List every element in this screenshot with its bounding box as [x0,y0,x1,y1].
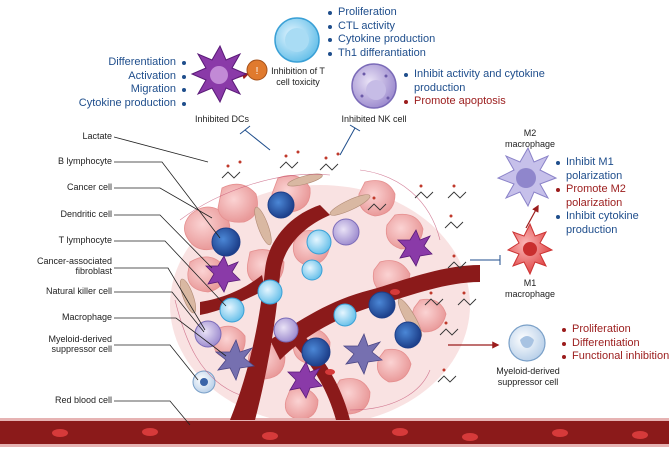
macrophage-effect-item: Promote M2 polarization [554,183,662,210]
alert-badge [246,59,268,81]
mdsc-effect-item: Functional inhibition [560,350,669,364]
blood-vessel [0,205,669,447]
mdsc-effects-list: Proliferation Differentiation Functional… [560,323,669,364]
tcell-cell-label: Inhibition of T cell toxicity [271,66,325,87]
mdsc-cell-right [508,324,546,362]
inhibition-lines [239,124,501,265]
m1-macrophage-cell [506,222,554,276]
macrophage-effect-item: Inhibit M1 polarization [554,156,662,183]
label-caf: Cancer-associated fibroblast [36,256,112,276]
dc-effect-item: Differentiation [58,56,188,70]
mdsc-cell-label: Myeloid-derived suppressor cell [496,366,560,387]
label-mdsc: Myeloid-derived suppressor cell [48,334,112,354]
mdsc-effect-item: Proliferation [560,323,666,337]
label-rbc: Red blood cell [54,395,112,405]
mdsc-effect-item: Differentiation [560,337,666,351]
nk-cell-label: Inhibited NK cell [341,114,407,124]
dc-cell-label: Inhibited DCs [194,114,250,124]
tcell-effect-item: Th1 differantiation [326,47,456,61]
nk-effect-item: Promote apoptosis [402,95,552,109]
m2-macrophage-cell [496,146,558,208]
m1-label: M1 macrophage [504,278,556,299]
tcell-effect-item: CTL activity [326,20,456,34]
dc-effect-item: Cytokine production [58,97,188,111]
label-dendritic-cell: Dendritic cell [60,209,112,219]
label-b-lymphocyte: B lymphocyte [57,156,112,166]
m2-label: M2 macrophage [504,128,556,149]
tumor-immune-cells [174,169,441,411]
tcell-effects-list: Proliferation CTL activity Cytokine prod… [326,6,456,60]
tcell-top [274,17,320,63]
label-t-lymphocyte: T lymphocyte [58,235,112,245]
alert-badge-text: ! [256,66,259,77]
dc-effect-item: Activation [58,70,188,84]
label-leader-lines [113,136,227,426]
dc-effects-list: Differentiation Activation Migration Cyt… [58,56,188,110]
nk-effects-list: Inhibit activity and cytokine production… [402,68,552,109]
tcell-effect-item: Cytokine production [326,33,456,47]
nk-effect-item: Inhibit activity and cytokine production [402,68,554,95]
lactate-molecules [221,150,477,383]
dc-effect-item: Migration [58,83,188,97]
nk-cell-top [351,63,397,109]
label-nk-cell: Natural killer cell [45,286,112,296]
label-macrophage: Macrophage [61,312,112,322]
inhibited-dc-cell [190,44,248,104]
macrophage-effects-list: Inhibit M1 polarization Promote M2 polar… [554,156,666,237]
label-lactate: Lactate [82,131,112,141]
macrophage-effect-item: Inhibit cytokine production [554,210,662,237]
tcell-effect-item: Proliferation [326,6,456,20]
label-cancer-cell: Cancer cell [66,182,112,192]
